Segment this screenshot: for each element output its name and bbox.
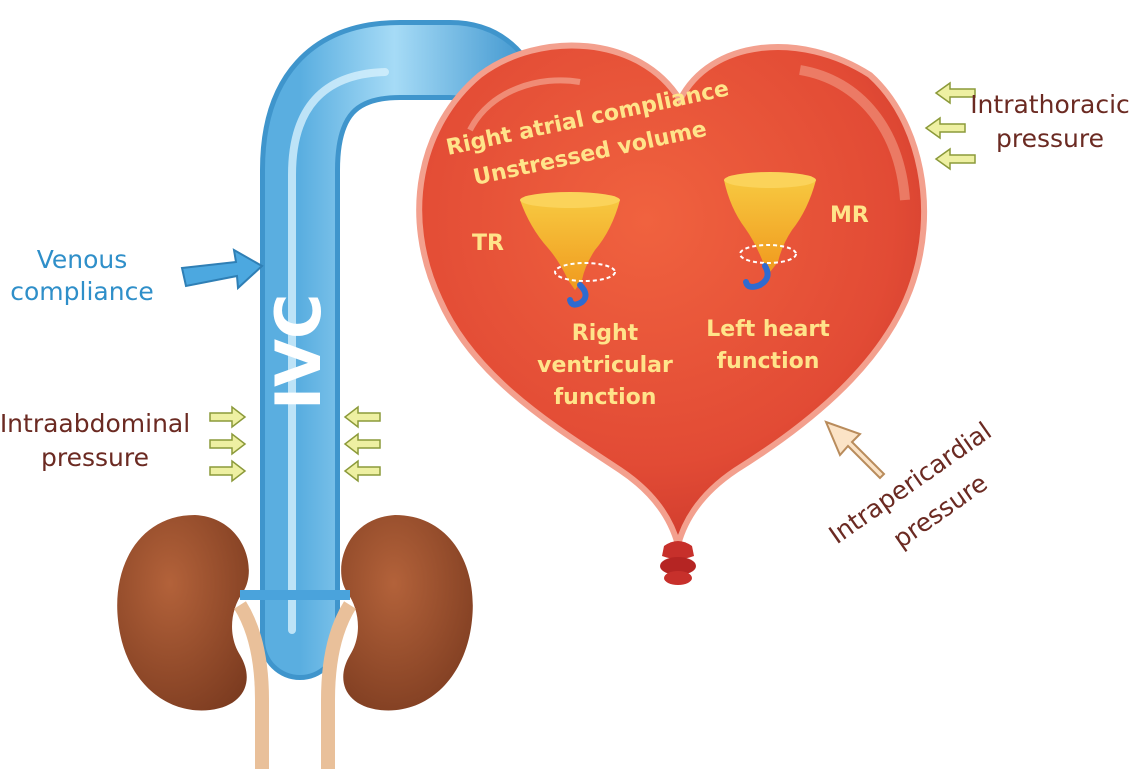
svg-text:Left heart: Left heart [706, 317, 830, 342]
svg-text:pressure: pressure [41, 443, 149, 472]
ivc-label: IVC [262, 293, 335, 410]
intrathoracic-pressure-label: Intrathoracic pressure [970, 90, 1130, 153]
svg-text:function: function [554, 385, 657, 410]
mr-label: MR [830, 203, 869, 228]
intrapericardial-pressure-arrow [826, 422, 884, 478]
svg-text:ventricular: ventricular [537, 353, 673, 378]
svg-text:Venous: Venous [37, 245, 128, 274]
svg-text:Intrathoracic: Intrathoracic [970, 90, 1130, 119]
tr-label: TR [472, 231, 504, 256]
svg-text:compliance: compliance [10, 277, 153, 306]
left-kidney [117, 515, 249, 710]
intraabdominal-pressure-label: Intraabdominal pressure [0, 409, 190, 472]
svg-text:Intraabdominal: Intraabdominal [0, 409, 190, 438]
svg-text:Right: Right [572, 321, 639, 346]
venous-compliance-arrow [182, 250, 262, 288]
intrathoracic-pressure-arrows [926, 83, 975, 169]
venous-compliance-label: Venous compliance [10, 245, 153, 306]
svg-text:pressure: pressure [996, 124, 1104, 153]
svg-text:function: function [717, 349, 820, 374]
right-kidney [341, 515, 473, 710]
